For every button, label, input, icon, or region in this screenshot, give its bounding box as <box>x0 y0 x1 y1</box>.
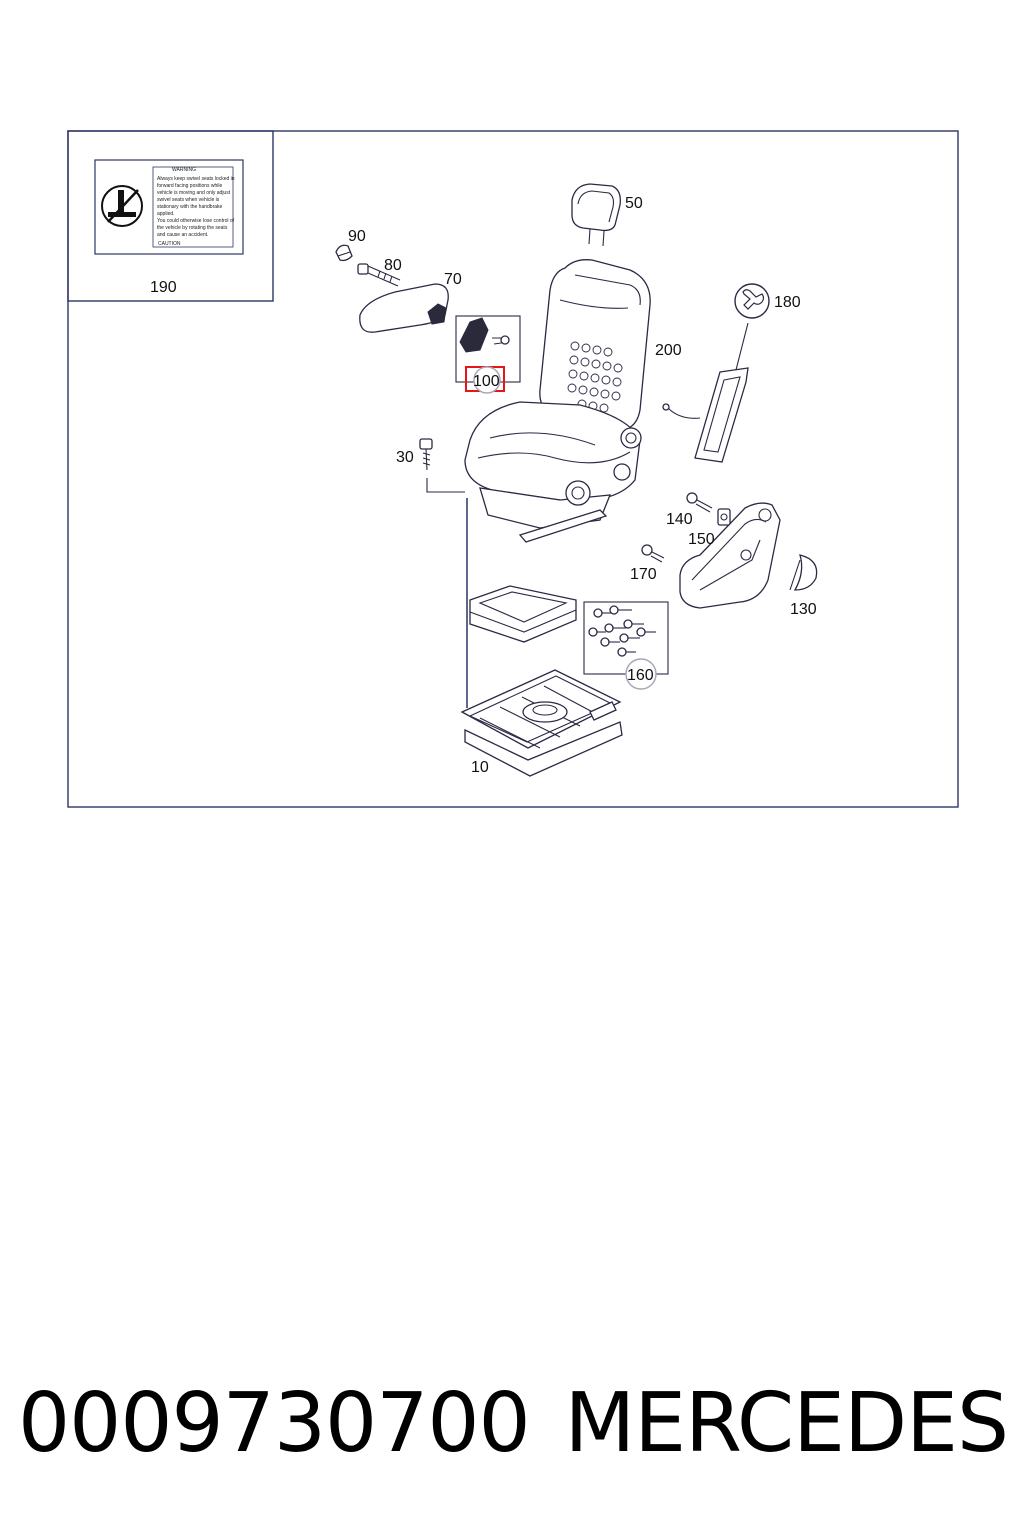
callout-130: 130 <box>790 601 817 618</box>
side-panel <box>679 502 781 609</box>
part-footer: 0009730700 MERCEDES <box>18 1368 1009 1478</box>
callout-200: 200 <box>655 342 682 359</box>
warning-line: swivel seats when vehicle is <box>157 197 220 203</box>
callout-10: 10 <box>471 759 489 776</box>
diagram-frame <box>67 130 959 808</box>
armrest-bolt <box>357 263 401 287</box>
callout-50: 50 <box>625 195 643 212</box>
seat-base-frame <box>460 669 623 777</box>
trim-cap <box>789 554 818 591</box>
screw-140 <box>686 492 713 513</box>
clip-150 <box>717 508 731 526</box>
callout-140: 140 <box>666 511 693 528</box>
airbag-module <box>662 283 770 463</box>
callout-90: 90 <box>348 228 366 245</box>
warning-line: stationary with the handbrake <box>157 204 223 210</box>
warning-inset-frame <box>67 130 274 302</box>
armrest <box>359 283 449 333</box>
callout-180: 180 <box>774 294 801 311</box>
part-number: 0009730700 <box>18 1375 531 1471</box>
screw-kit <box>583 601 669 690</box>
screw-170 <box>641 544 665 563</box>
callout-160[interactable]: 160 <box>627 667 654 684</box>
brand-name: MERCEDES <box>564 1375 1009 1471</box>
callout-80: 80 <box>384 257 402 274</box>
callout-30: 30 <box>396 449 414 466</box>
callout-170: 170 <box>630 566 657 583</box>
wrench-icon <box>734 283 770 319</box>
warning-line: and cause an accident. <box>157 232 208 238</box>
callout-150: 150 <box>688 531 715 548</box>
seat-backrest <box>539 259 651 431</box>
warning-label: WARNING Always keep swivel seats locked … <box>94 159 244 255</box>
seat-cushion <box>464 401 642 543</box>
warning-footer: CAUTION <box>158 241 181 247</box>
warning-line: applied. <box>157 211 175 217</box>
warning-line: Always keep swivel seats locked in <box>157 176 235 182</box>
warning-title: WARNING <box>172 167 196 173</box>
hinge-kit <box>455 315 521 394</box>
cover-frame <box>469 585 577 643</box>
warning-line: the vehicle by rotating the seats <box>157 225 228 231</box>
headrest <box>571 183 621 247</box>
warning-line: forward facing positions while <box>157 183 223 189</box>
cap-nut <box>335 244 353 262</box>
callout-190: 190 <box>150 279 177 296</box>
callout-100[interactable]: 100 <box>473 373 500 390</box>
mounting-bolt <box>419 438 468 708</box>
warning-line: vehicle is moving and only adjust <box>157 190 231 196</box>
warning-line: You could otherwise lose control of <box>157 218 235 224</box>
no-swivel-icon <box>101 185 143 227</box>
callout-70: 70 <box>444 271 462 288</box>
